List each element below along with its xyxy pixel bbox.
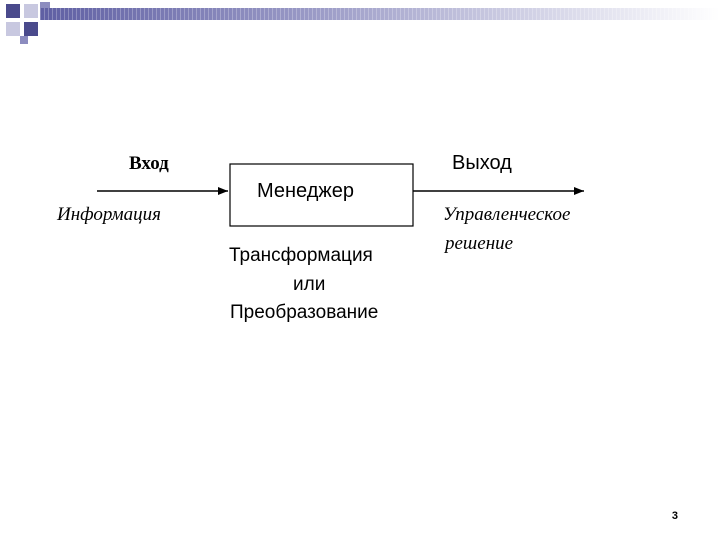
- input-content: Информация: [57, 204, 161, 225]
- header-gradient-bar: [40, 8, 720, 20]
- deco-square: [6, 4, 20, 18]
- deco-square: [24, 4, 38, 18]
- deco-square: [24, 22, 38, 36]
- deco-square: [6, 22, 20, 36]
- process-desc-line3: Преобразование: [230, 302, 379, 323]
- output-content-line1: Управленческое: [443, 204, 571, 225]
- process-desc-line1: Трансформация: [229, 245, 373, 266]
- corner-decoration: [0, 0, 60, 44]
- deco-square: [20, 36, 28, 44]
- process-desc-line2: или: [293, 274, 326, 295]
- output-content-line2: решение: [445, 233, 514, 254]
- deco-square: [40, 2, 50, 12]
- output-label: Выход: [452, 152, 512, 174]
- manager-box: [229, 163, 414, 227]
- page-number: 3: [671, 510, 678, 522]
- process-label: Менеджер: [257, 180, 355, 202]
- input-label: Вход: [129, 153, 169, 174]
